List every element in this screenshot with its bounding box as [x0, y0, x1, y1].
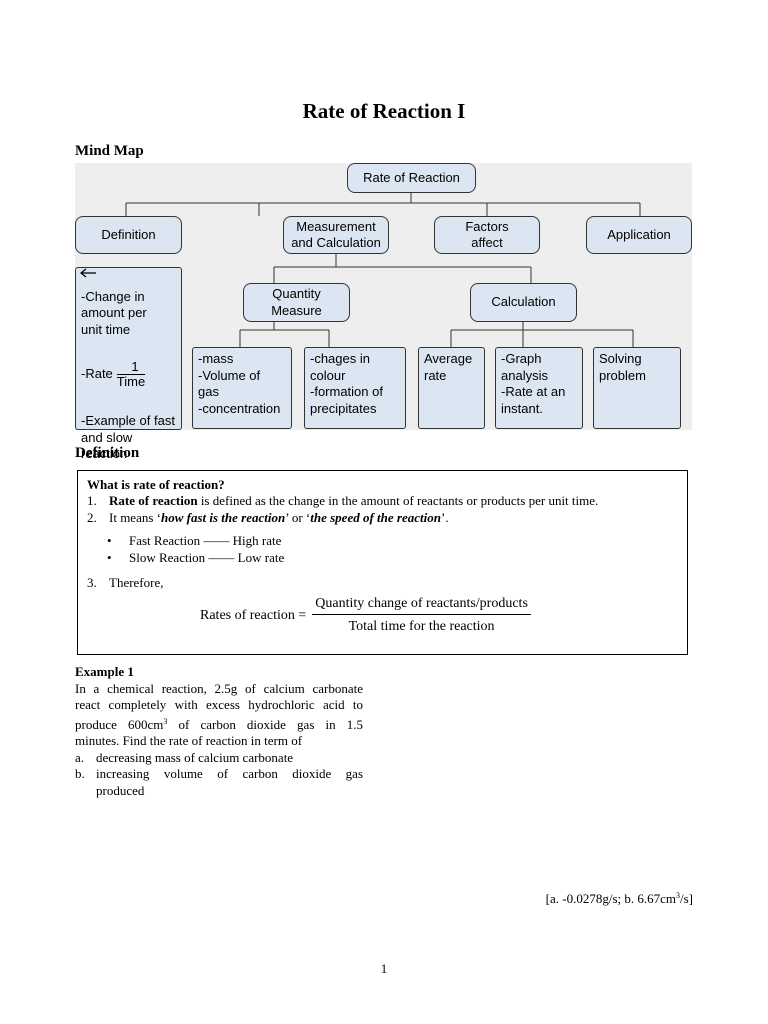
leaf-mass-volume: -mass -Volume of gas -concentration [192, 347, 292, 429]
part-b-label: b. [75, 766, 85, 781]
rate-equation: Rates of reaction = Quantity change of r… [200, 596, 531, 635]
rate-numerator: 1 [117, 360, 145, 375]
example-line-2: react completely with excess hydrochlori… [75, 697, 363, 712]
rate-fraction: 1 Time [117, 360, 145, 389]
node-definition: Definition [75, 216, 182, 254]
bullet-fast: • Fast Reaction —— High rate [107, 532, 281, 549]
example-part-b: b. increasing volume of carbon dioxide ga… [75, 766, 363, 783]
equation-fraction: Quantity change of reactants/products To… [312, 596, 531, 635]
equation-denominator: Total time for the reaction [348, 619, 495, 634]
item-3-number: 3. [87, 575, 97, 590]
definition-item-3: 3. Therefore, [87, 574, 164, 591]
node-rate-of-reaction: Rate of Reaction [347, 163, 476, 193]
bullet-icon: • [107, 533, 112, 548]
part-b-text: increasing volume of carbon dioxide gas [96, 766, 363, 781]
node-factors-affect: Factors affect [434, 216, 540, 254]
leaf-average-rate: Average rate [418, 347, 485, 429]
definition-detail-box: -Change in amount per unit time -Rate 1 … [75, 267, 182, 461]
equation-lhs: Rates of reaction = [200, 607, 307, 623]
node-measurement-calculation: Measurement and Calculation [283, 216, 389, 254]
bullet-slow: • Slow Reaction —— Low rate [107, 549, 284, 566]
answer-superscript: 3 [676, 891, 680, 900]
definition-detail-line3: -Example of fast and slow reaction [81, 413, 175, 461]
example-part-a: a. decreasing mass of calcium carbonate [75, 750, 363, 767]
item-2-text-c: ’ or ‘ [285, 510, 311, 525]
example-line-3a: produce 600cm [75, 716, 164, 732]
definition-question: What is rate of reaction? [87, 477, 225, 492]
definition-item-1: 1. Rate of reaction is defined as the cha… [87, 492, 598, 509]
node-application: Application [586, 216, 692, 254]
example-answer: [a. -0.0278g/s; b. 6.67cm3/s] [546, 891, 693, 907]
definition-heading: Definition [75, 445, 140, 461]
example-superscript: 3 [163, 716, 168, 726]
part-a-text: decreasing mass of calcium carbonate [96, 749, 294, 765]
definition-box: What is rate of reaction? 1. Rate of reac… [77, 470, 688, 655]
equation-numerator: Quantity change of reactants/products [312, 596, 531, 615]
leaf-colour-precipitates: -chages in colour -formation of precipit… [304, 347, 406, 429]
item-2-text-a: It means ‘ [109, 510, 161, 525]
bullet-fast-text: Fast Reaction —— High rate [129, 533, 282, 548]
definition-item-2: 2. It means ‘how fast is the reaction’ or… [87, 509, 449, 526]
part-b-text-2: produced [96, 782, 145, 798]
leaf-graph-analysis: -Graph analysis -Rate at an instant. [495, 347, 583, 429]
item-3-text: Therefore, [109, 575, 164, 590]
answer-a: [a. -0.0278g/s; b. 6.67cm [545, 891, 676, 906]
rate-label: -Rate [81, 366, 113, 382]
rate-formula: -Rate 1 Time [80, 268, 181, 389]
definition-detail-line1: -Change in amount per unit time [81, 288, 147, 337]
page-title: Rate of Reaction I [302, 99, 466, 123]
example-line-3: produce 600cm3 of carbon dioxide gas in … [75, 714, 363, 734]
part-a-label: a. [75, 749, 85, 765]
item-1-term: Rate of reaction [109, 493, 198, 508]
item-2-number: 2. [87, 510, 97, 525]
bullet-slow-text: Slow Reaction —— Low rate [129, 550, 285, 565]
example-line-4: minutes. Find the rate of reaction in te… [75, 733, 303, 748]
mind-map-connectors [125, 193, 641, 347]
item-2-text-e: ’. [440, 510, 449, 525]
item-2-phrase-1: how fast is the reaction [160, 510, 286, 525]
example-1: Example 1 In a chemical reaction, 2.5g o… [75, 664, 363, 799]
node-quantity-measure: Quantity Measure [243, 283, 350, 322]
node-calculation: Calculation [470, 283, 577, 322]
example-line-1: In a chemical reaction, 2.5g of calcium … [75, 680, 363, 696]
proportional-icon [80, 268, 96, 278]
answer-b: /s] [680, 891, 693, 906]
item-2-phrase-2: the speed of the reaction [310, 510, 441, 525]
page-number: 1 [380, 961, 388, 976]
example-heading: Example 1 [75, 664, 134, 679]
leaf-solving-problem: Solving problem [593, 347, 681, 429]
rate-denominator: Time [116, 374, 146, 389]
mind-map: Rate of Reaction Definition Measurement … [75, 163, 692, 461]
example-line-3b: of carbon dioxide gas in 1.5 [167, 716, 363, 732]
bullet-icon: • [107, 550, 112, 565]
mind-map-heading: Mind Map [75, 143, 144, 159]
item-1-number: 1. [87, 493, 97, 508]
item-1-text: is defined as the change in the amount o… [197, 493, 599, 508]
